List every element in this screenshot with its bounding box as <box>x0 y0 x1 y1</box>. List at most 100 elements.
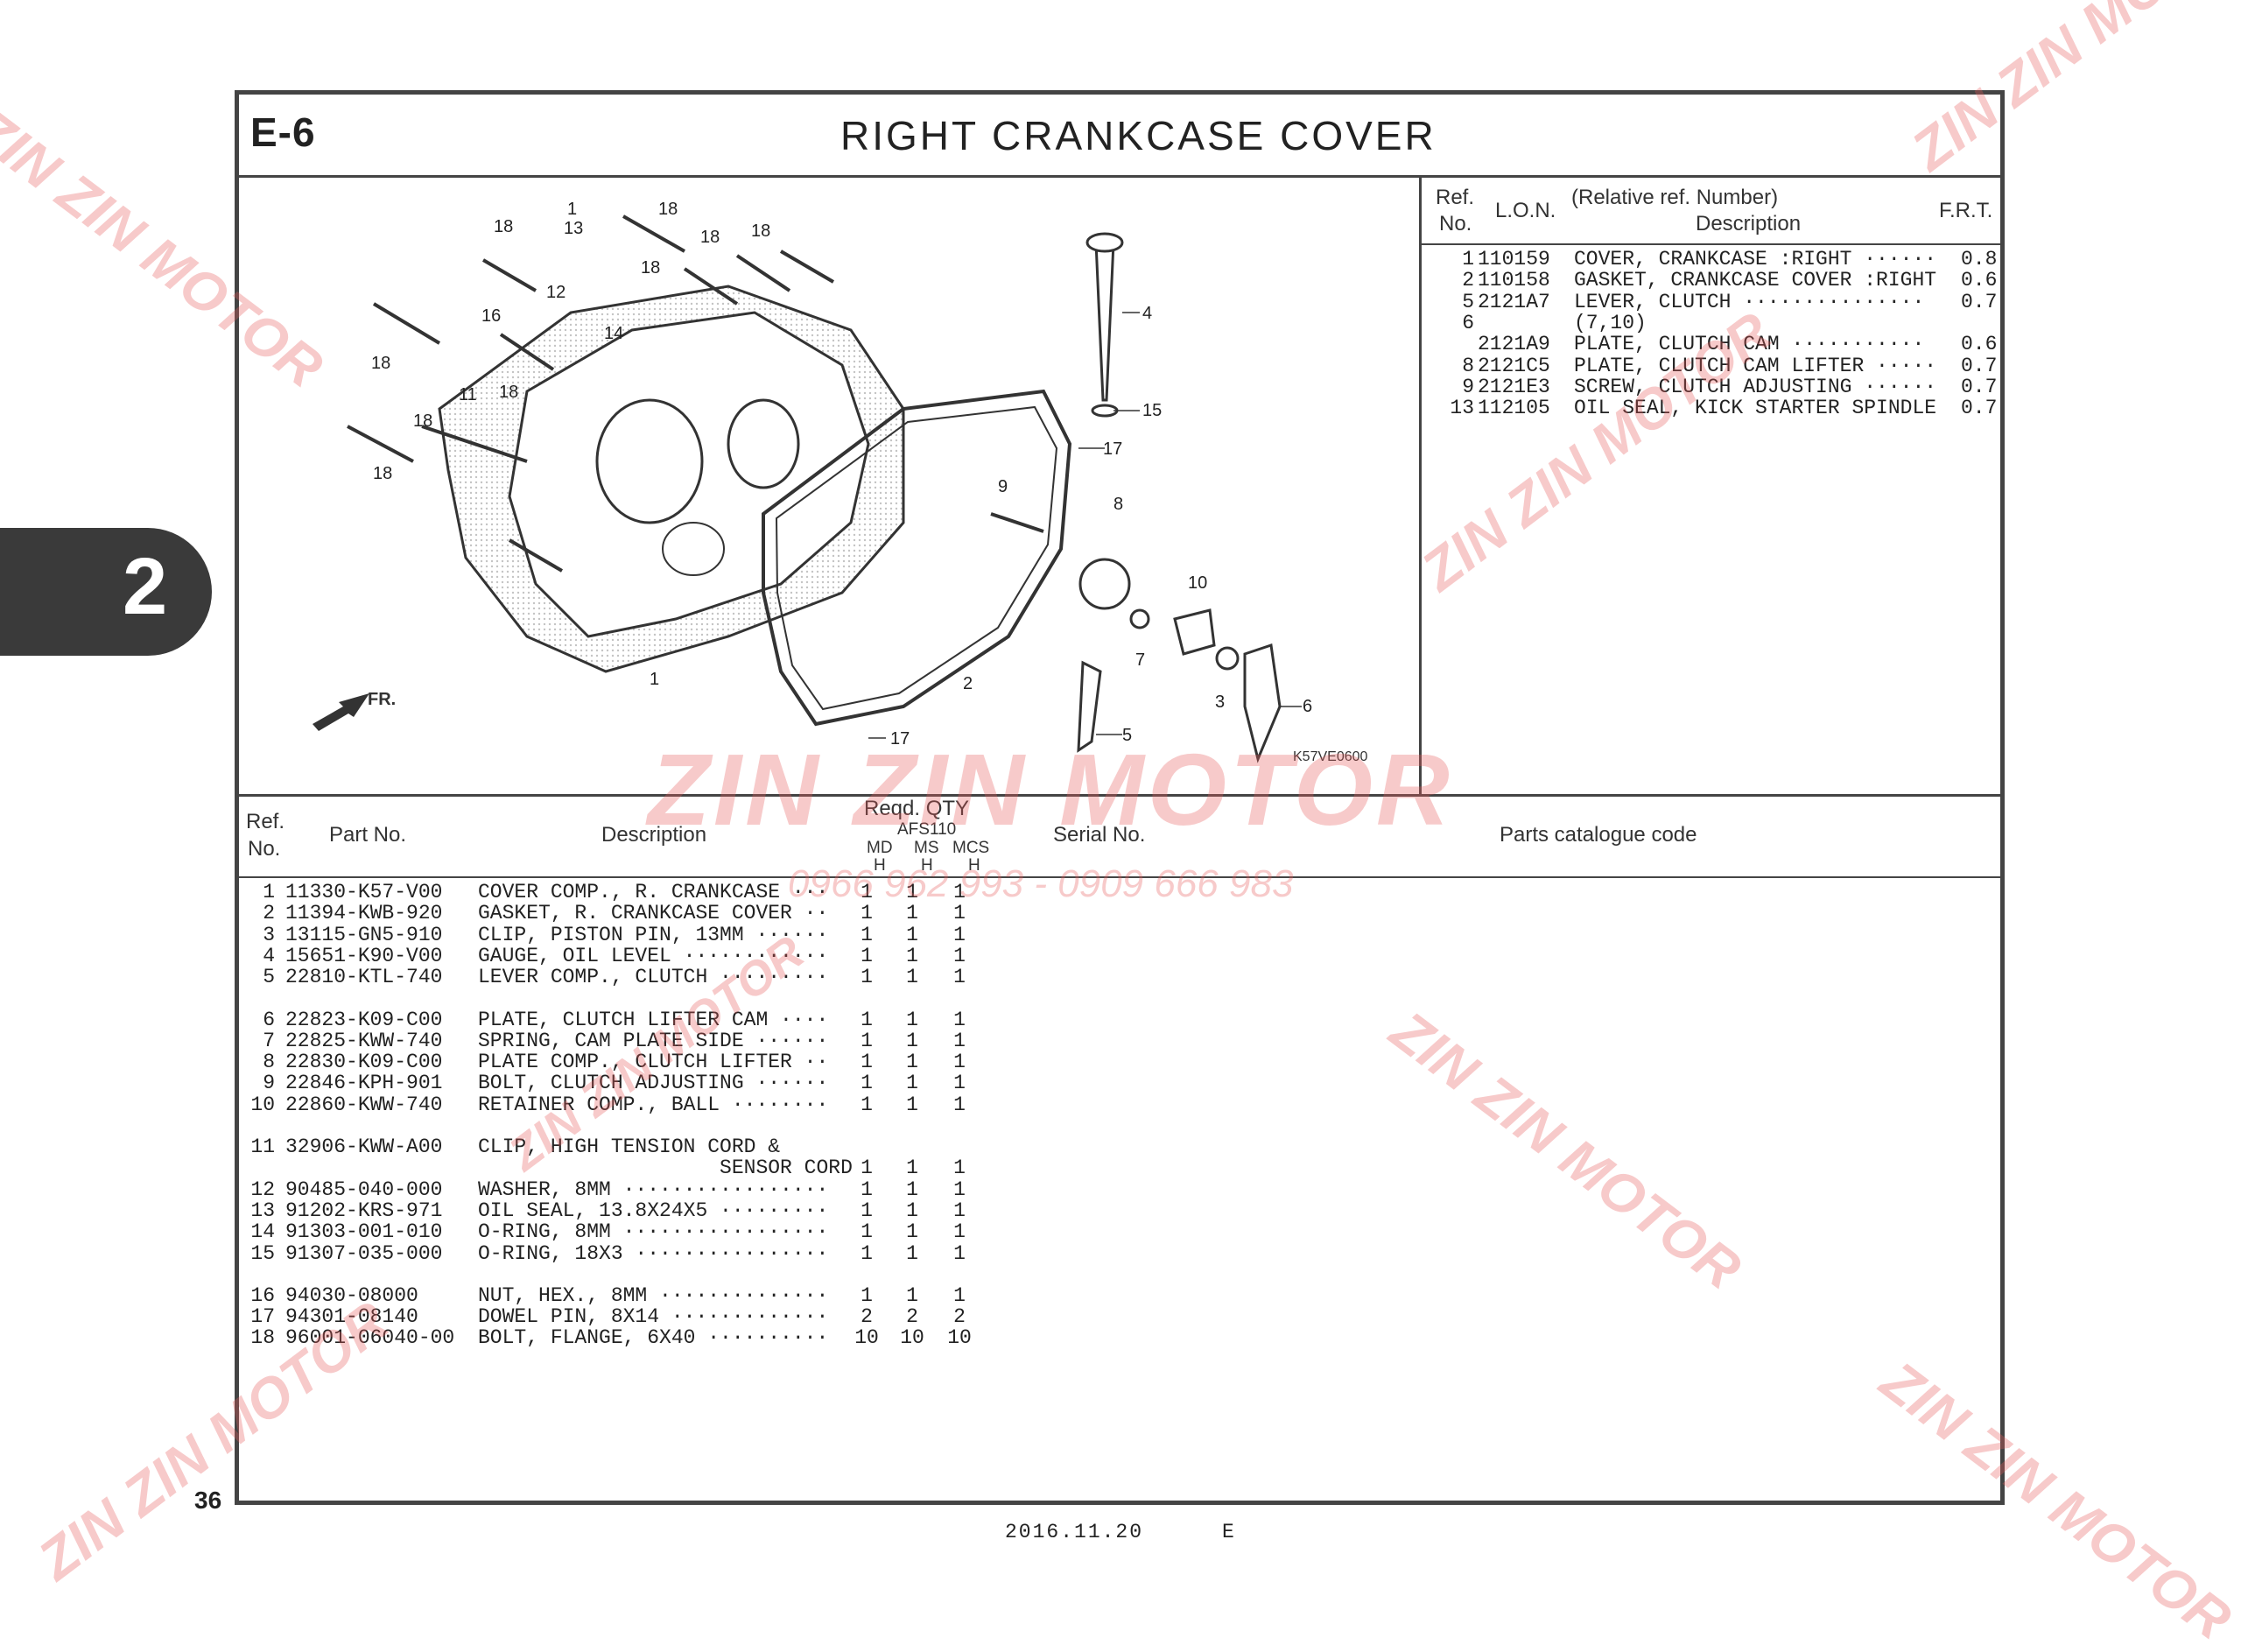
rel-header-frt: F.R.T. <box>1939 199 1993 222</box>
qty-mcs: 1 <box>953 944 966 967</box>
parts-header-serial: Serial No. <box>1053 823 1146 847</box>
callout-2: 2 <box>963 674 973 693</box>
part-ref: 4 <box>263 944 275 967</box>
callout-17: 17 <box>890 729 910 749</box>
part-ref: 1 <box>263 881 275 903</box>
callout-9: 9 <box>998 477 1008 496</box>
part-number: 22830-K09-C00 <box>285 1051 443 1074</box>
callout-3: 3 <box>1215 692 1225 712</box>
part-ref: 2 <box>263 902 275 925</box>
qty-ms: 1 <box>906 1029 918 1052</box>
callout-6: 6 <box>1303 697 1312 716</box>
part-ref: 8 <box>263 1051 275 1074</box>
callout-11: 11 <box>459 385 477 404</box>
page-number: 36 <box>194 1487 222 1514</box>
qty-mcs: 1 <box>953 1220 966 1244</box>
part-ref: 7 <box>263 1029 275 1052</box>
part-ref: 13 <box>250 1199 275 1222</box>
rel-lon: 112105 <box>1478 397 1550 420</box>
qty-mcs: 1 <box>953 1199 966 1222</box>
callout-4: 4 <box>1142 304 1152 323</box>
qty-mcs: 2 <box>953 1305 966 1329</box>
callout-1: 1 <box>650 670 659 689</box>
qty-mcs: 1 <box>953 1283 966 1307</box>
qty-md: 1 <box>861 1029 873 1052</box>
qty-mcs: 1 <box>953 881 966 903</box>
rel-ref: 9 <box>1462 375 1474 398</box>
qty-ms: 2 <box>906 1305 918 1329</box>
front-arrow-label: FR. <box>368 690 396 709</box>
part-number: 22860-KWW-740 <box>285 1093 443 1116</box>
part-number: 22846-KPH-901 <box>285 1072 443 1095</box>
qty-ms: 1 <box>906 923 918 946</box>
rel-lon: 110158 <box>1478 269 1550 292</box>
parts-header-description: Description <box>601 823 707 847</box>
rel-frt: 0.6 <box>1961 333 1998 356</box>
part-description: CLIP, HIGH TENSION CORD & <box>478 1135 781 1158</box>
qty-mcs: 1 <box>953 1008 966 1031</box>
qty-md: 1 <box>861 902 873 925</box>
rel-ref: 13 <box>1450 397 1474 420</box>
part-description: BOLT, FLANGE, 6X40 ·········· <box>478 1326 829 1350</box>
part-number: 96001-06040-00 <box>285 1326 455 1350</box>
rel-desc: PLATE, CLUTCH CAM LIFTER ····· <box>1574 354 1937 377</box>
rel-ref: 5 <box>1462 290 1474 313</box>
part-number: 11394-KWB-920 <box>285 902 443 925</box>
diagram-bottom-divider <box>236 794 2003 797</box>
watermark-brand: ZIN ZIN MOTOR <box>1900 0 2241 183</box>
rel-desc: (7,10) <box>1574 311 1647 334</box>
part-description: PLATE, CLUTCH LIFTER CAM ···· <box>478 1008 829 1031</box>
callout-8: 8 <box>1113 495 1123 514</box>
rel-desc: LEVER, CLUTCH ··············· <box>1574 290 1925 313</box>
qty-ms: 1 <box>906 1177 918 1201</box>
parts-header-model: AFS110 <box>897 820 957 839</box>
qty-md: 1 <box>861 1008 873 1031</box>
part-number: 22823-K09-C00 <box>285 1008 443 1031</box>
qty-md: 1 <box>861 1220 873 1244</box>
qty-mcs: 1 <box>953 1093 966 1116</box>
part-number: 91303-001-010 <box>285 1220 443 1244</box>
qty-ms: 1 <box>906 1220 918 1244</box>
rel-ref: 1 <box>1462 248 1474 271</box>
qty-ms: 1 <box>906 966 918 989</box>
qty-mcs: 1 <box>953 923 966 946</box>
watermark-brand: ZIN ZIN MOTOR <box>648 733 1453 847</box>
qty-mcs: 1 <box>953 1156 966 1180</box>
qty-md: 1 <box>861 966 873 989</box>
qty-ms: 10 <box>900 1326 924 1350</box>
part-number: 15651-K90-V00 <box>285 944 443 967</box>
callout-18: 18 <box>751 221 770 241</box>
part-number: 32906-KWW-A00 <box>285 1135 443 1158</box>
qty-md: 1 <box>861 1072 873 1095</box>
part-ref: 10 <box>250 1093 275 1116</box>
qty-md: 1 <box>861 1283 873 1307</box>
callout-18: 18 <box>700 228 720 247</box>
rel-frt: 0.8 <box>1961 248 1998 271</box>
qty-ms: 1 <box>906 944 918 967</box>
front-arrow-icon <box>313 693 369 731</box>
rel-header-relative: (Relative ref. Number) <box>1571 186 1779 209</box>
diagram-divider <box>1419 177 1422 797</box>
part-description: O-RING, 18X3 ················ <box>478 1241 829 1265</box>
callout-12: 12 <box>546 283 566 302</box>
parts-header-mcs: MCS <box>952 839 990 857</box>
rel-desc: PLATE, CLUTCH CAM ··········· <box>1574 333 1925 356</box>
parts-header-ms-sub: H <box>921 856 933 875</box>
part-number: 91202-KRS-971 <box>285 1199 443 1222</box>
callout-18: 18 <box>494 217 513 236</box>
qty-md: 1 <box>861 944 873 967</box>
parts-header-md: MD <box>867 839 893 857</box>
part-ref: 6 <box>263 1008 275 1031</box>
qty-md: 10 <box>854 1326 879 1350</box>
qty-md: 1 <box>861 1051 873 1074</box>
qty-mcs: 1 <box>953 966 966 989</box>
